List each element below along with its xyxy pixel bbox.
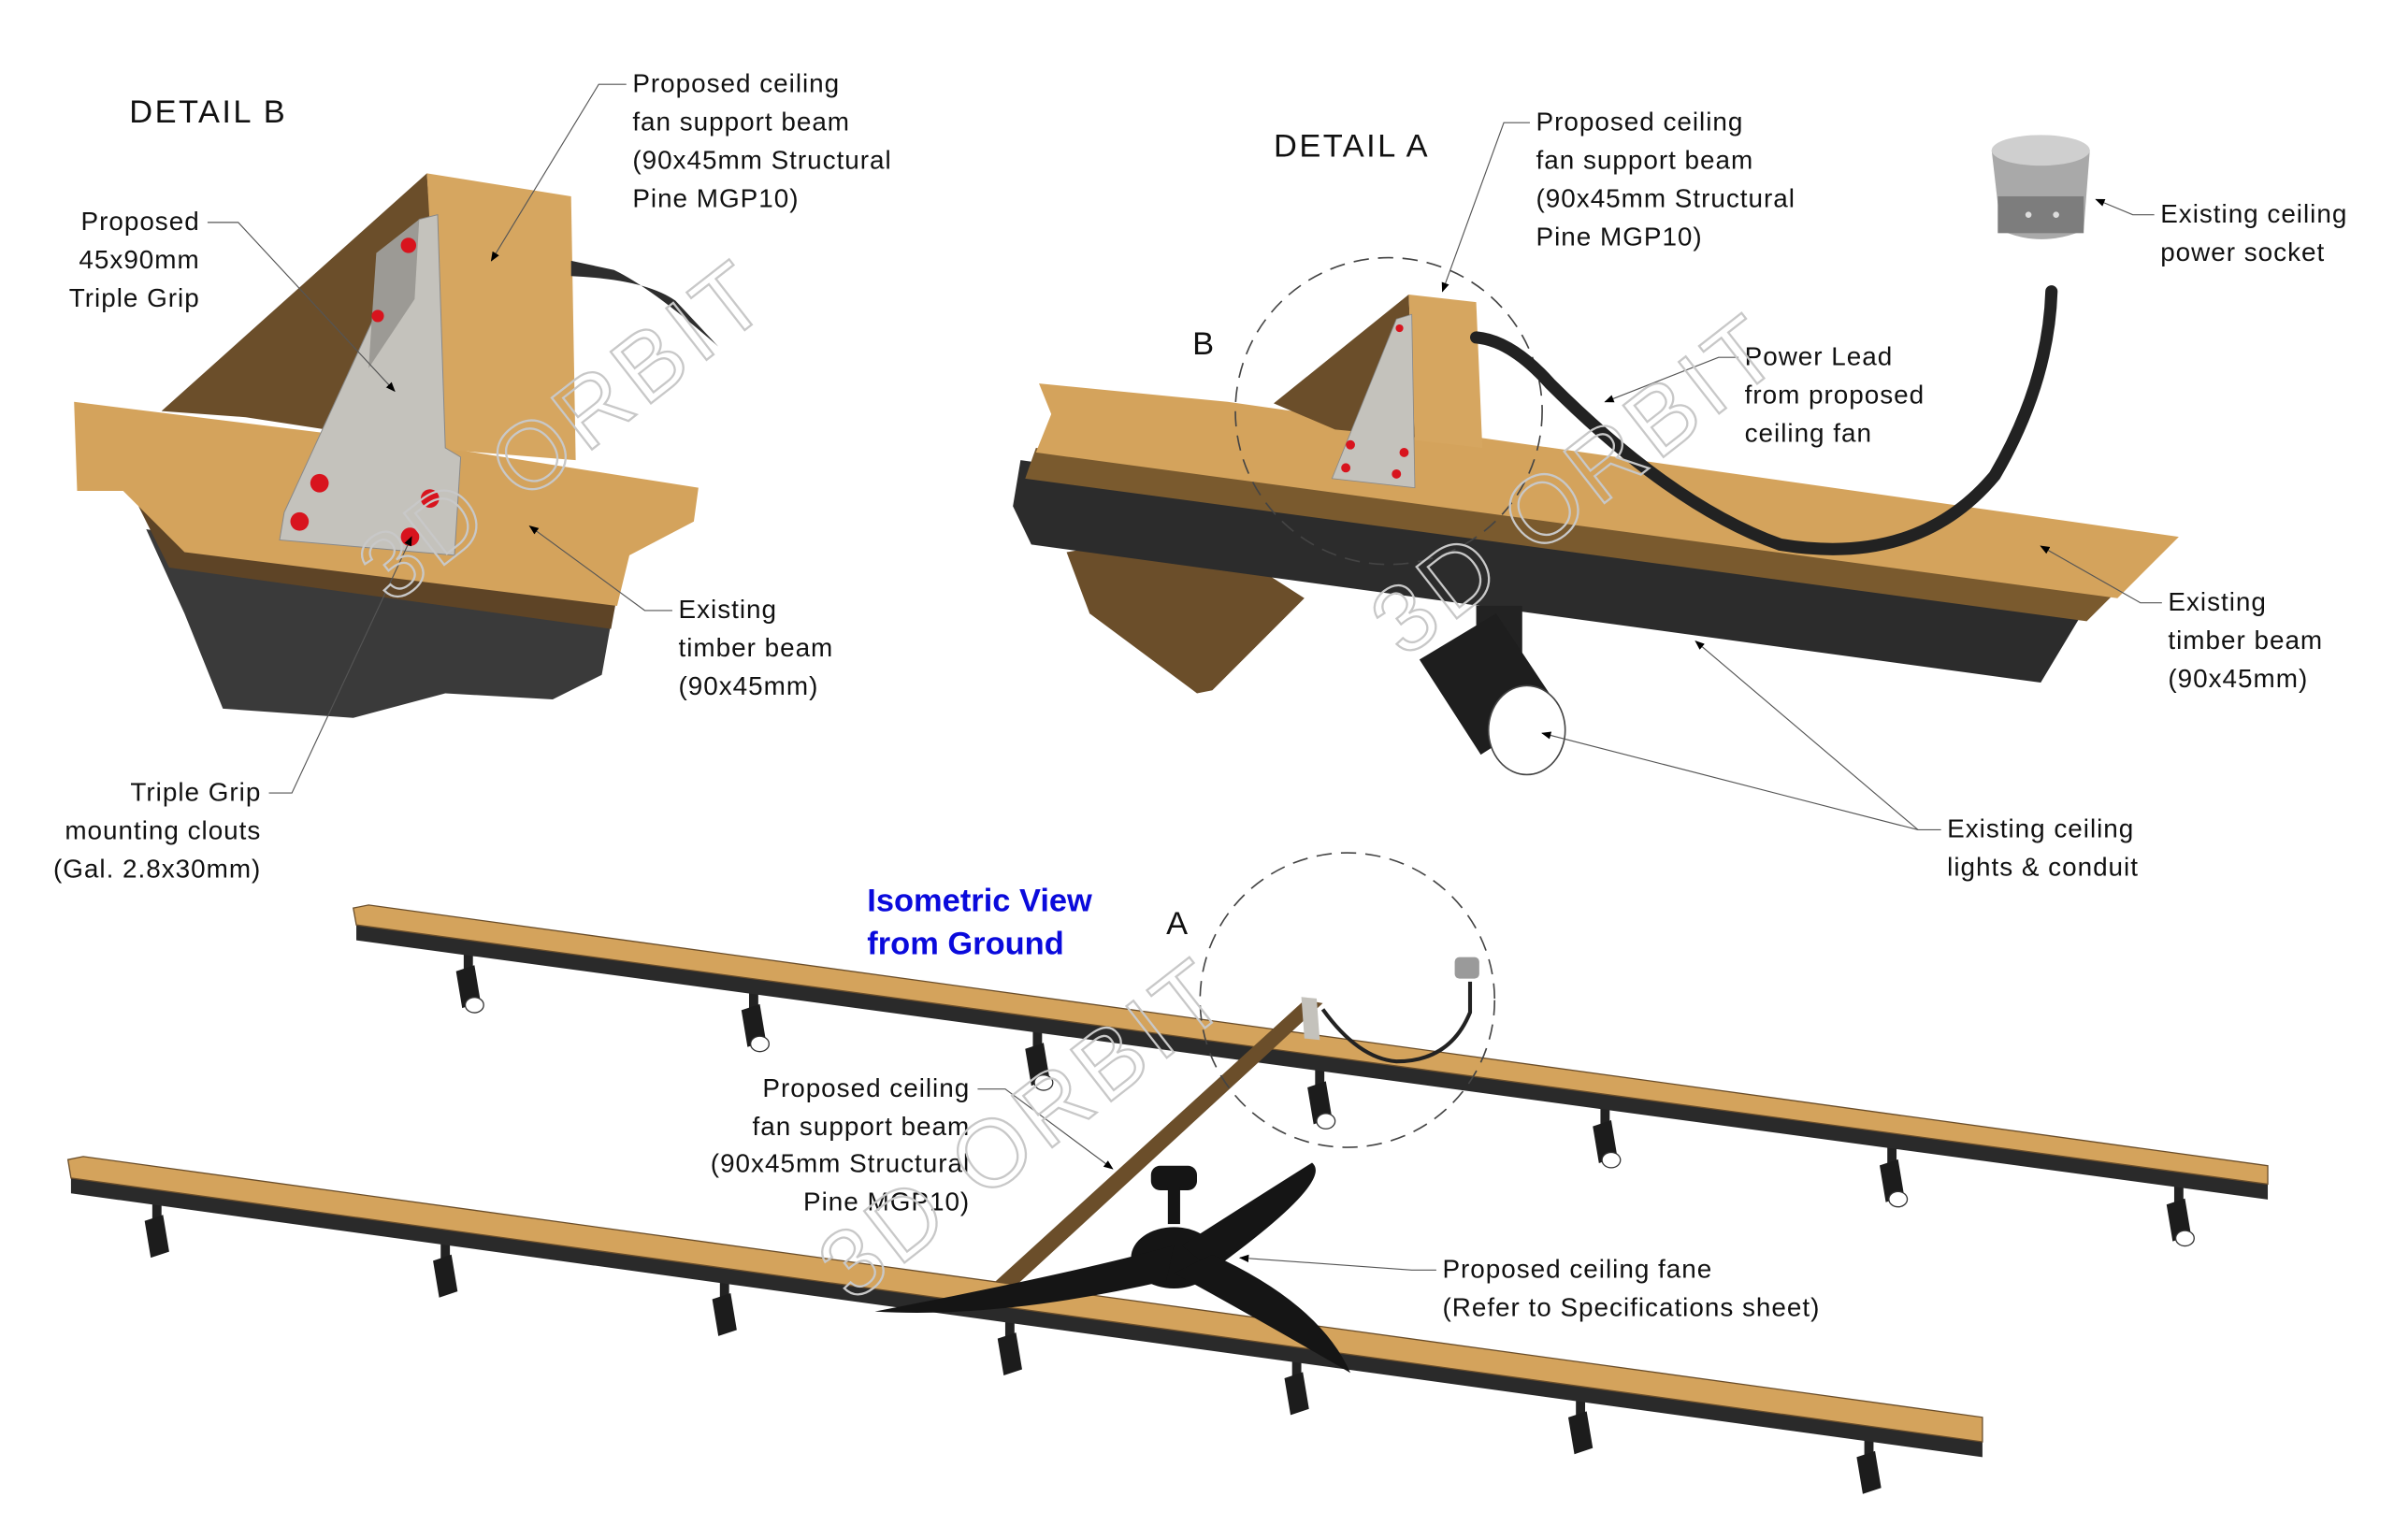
detail-a-callout-circle (1199, 852, 1496, 1148)
triple-grip-plate (279, 214, 462, 556)
svg-text:Isometric View: Isometric View (867, 883, 1092, 918)
svg-text:Existing ceiling: Existing ceiling (2160, 199, 2347, 228)
svg-text:ceiling fan: ceiling fan (1745, 418, 1872, 447)
svg-text:(90x45mm Structural: (90x45mm Structural (632, 145, 891, 174)
svg-text:Triple Grip: Triple Grip (69, 283, 200, 312)
existing-beam-underside (1013, 460, 2087, 683)
mounting-clouts (1341, 324, 1409, 479)
svg-text:Pine MGP10): Pine MGP10) (632, 183, 799, 212)
ceiling-light (2166, 1186, 2195, 1247)
svg-text:45x90mm: 45x90mm (79, 245, 199, 274)
svg-text:Proposed ceiling: Proposed ceiling (1536, 107, 1744, 136)
svg-text:Pine MGP10): Pine MGP10) (1536, 222, 1703, 251)
detail-a-power-lead-label: Power Lead from proposed ceiling fan (1604, 341, 1925, 447)
detail-b-marker: B (1192, 326, 1216, 362)
svg-text:(Gal. 2.8x30mm): (Gal. 2.8x30mm) (53, 854, 261, 883)
svg-text:from Ground: from Ground (867, 926, 1063, 961)
svg-text:lights & conduit: lights & conduit (1947, 853, 2139, 882)
isometric-view: A Isometric View from Ground Proposed ce… (66, 852, 2269, 1494)
svg-text:from proposed: from proposed (1745, 380, 1925, 409)
ceiling-light (1025, 1030, 1054, 1091)
ceiling-light (1593, 1107, 1622, 1169)
svg-text:Pine MGP10): Pine MGP10) (803, 1187, 970, 1216)
detail-b-triple-grip-label: Proposed 45x90mm Triple Grip (69, 207, 396, 393)
detail-b-title: DETAIL B (129, 94, 287, 130)
svg-text:fan support beam: fan support beam (632, 107, 850, 136)
svg-text:Proposed: Proposed (81, 207, 200, 236)
ceiling-light (1879, 1146, 1909, 1208)
detail-a-marker: A (1166, 906, 1190, 942)
ceiling-light (741, 991, 770, 1053)
detail-a-existing-beam-label: Existing timber beam (90x45mm) (2040, 545, 2323, 693)
detail-a-lights-label: Existing ceiling lights & conduit (1541, 640, 2139, 882)
support-beam-front (1408, 294, 1483, 449)
detail-b-callout-circle (1234, 256, 1543, 566)
isometric-title: Isometric View from Ground (867, 883, 1092, 961)
iso-support-beam-label: Proposed ceiling fan support beam (90x45… (711, 1073, 1114, 1216)
detail-a-socket-label: Existing ceiling power socket (2095, 198, 2347, 266)
support-beam-front (426, 173, 576, 461)
ceiling-light (1856, 1438, 1882, 1494)
ceiling-light (1567, 1399, 1594, 1455)
svg-text:Existing: Existing (679, 595, 777, 624)
svg-text:power socket: power socket (2160, 237, 2325, 266)
ceiling-light (712, 1280, 737, 1336)
ceiling-power-socket (1991, 135, 2090, 239)
mounting-clouts (290, 237, 440, 546)
ceiling-light (1419, 605, 1566, 776)
svg-text:Proposed ceiling fane: Proposed ceiling fane (1442, 1254, 1712, 1283)
svg-text:(90x45mm Structural: (90x45mm Structural (711, 1148, 970, 1177)
svg-text:Existing ceiling: Existing ceiling (1947, 814, 2134, 843)
power-lead-cable (570, 260, 719, 347)
upper-beam-conduit (356, 925, 2269, 1200)
iso-fan-label: Proposed ceiling fane (Refer to Specific… (1238, 1254, 1820, 1321)
svg-text:fan support beam: fan support beam (753, 1112, 971, 1141)
ceiling-light (997, 1319, 1022, 1376)
svg-text:(90x45mm): (90x45mm) (2168, 664, 2308, 693)
ceiling-light (1284, 1360, 1309, 1416)
svg-text:Existing: Existing (2168, 587, 2266, 616)
ceiling-light (455, 953, 484, 1014)
ceiling-fan (874, 1162, 1351, 1374)
support-beam-iso-top (1301, 997, 1320, 1041)
ceiling-power-socket (1454, 957, 1479, 979)
power-lead-cable (1320, 981, 1473, 1064)
detail-b-clouts-label: Triple Grip mounting clouts (Gal. 2.8x30… (53, 536, 412, 883)
svg-text:mounting clouts: mounting clouts (65, 815, 261, 844)
svg-text:(90x45mm Structural: (90x45mm Structural (1536, 183, 1796, 212)
svg-text:(90x45mm): (90x45mm) (679, 671, 819, 700)
power-lead-cable (1469, 285, 2058, 555)
svg-text:fan support beam: fan support beam (1536, 145, 1754, 174)
detail-a-support-beam-label: Proposed ceiling fan support beam (90x45… (1441, 107, 1796, 293)
svg-text:Power Lead: Power Lead (1745, 341, 1894, 370)
svg-text:timber beam: timber beam (2168, 626, 2323, 655)
support-beam-iso (994, 1000, 1323, 1288)
detail-a-title: DETAIL A (1274, 128, 1430, 164)
triple-grip-plate-back (368, 219, 420, 368)
lower-beam-conduit (70, 1177, 1983, 1458)
detail-a: DETAIL A B Proposed ceiling fan support … (1013, 107, 2347, 882)
detail-b-support-beam-label: Proposed ceiling fan support beam (90x45… (490, 68, 891, 262)
ceiling-light (433, 1242, 458, 1298)
svg-text:(Refer to Specifications sheet: (Refer to Specifications sheet) (1442, 1292, 1820, 1321)
svg-text:Triple Grip: Triple Grip (130, 777, 261, 806)
upper-beam (352, 904, 2269, 1186)
svg-text:Proposed ceiling: Proposed ceiling (762, 1073, 970, 1102)
svg-text:timber beam: timber beam (679, 633, 834, 662)
detail-b-existing-beam-label: Existing timber beam (90x45mm) (528, 525, 834, 700)
ceiling-light (144, 1202, 169, 1259)
existing-beam-side (1025, 448, 2118, 622)
svg-text:Proposed ceiling: Proposed ceiling (632, 68, 840, 97)
upper-beam-lights (455, 953, 2195, 1247)
detail-b: DETAIL B Proposed ceiling fan support be… (53, 68, 891, 883)
ceiling-light (1307, 1069, 1336, 1130)
lower-beam-lights (144, 1202, 1882, 1494)
